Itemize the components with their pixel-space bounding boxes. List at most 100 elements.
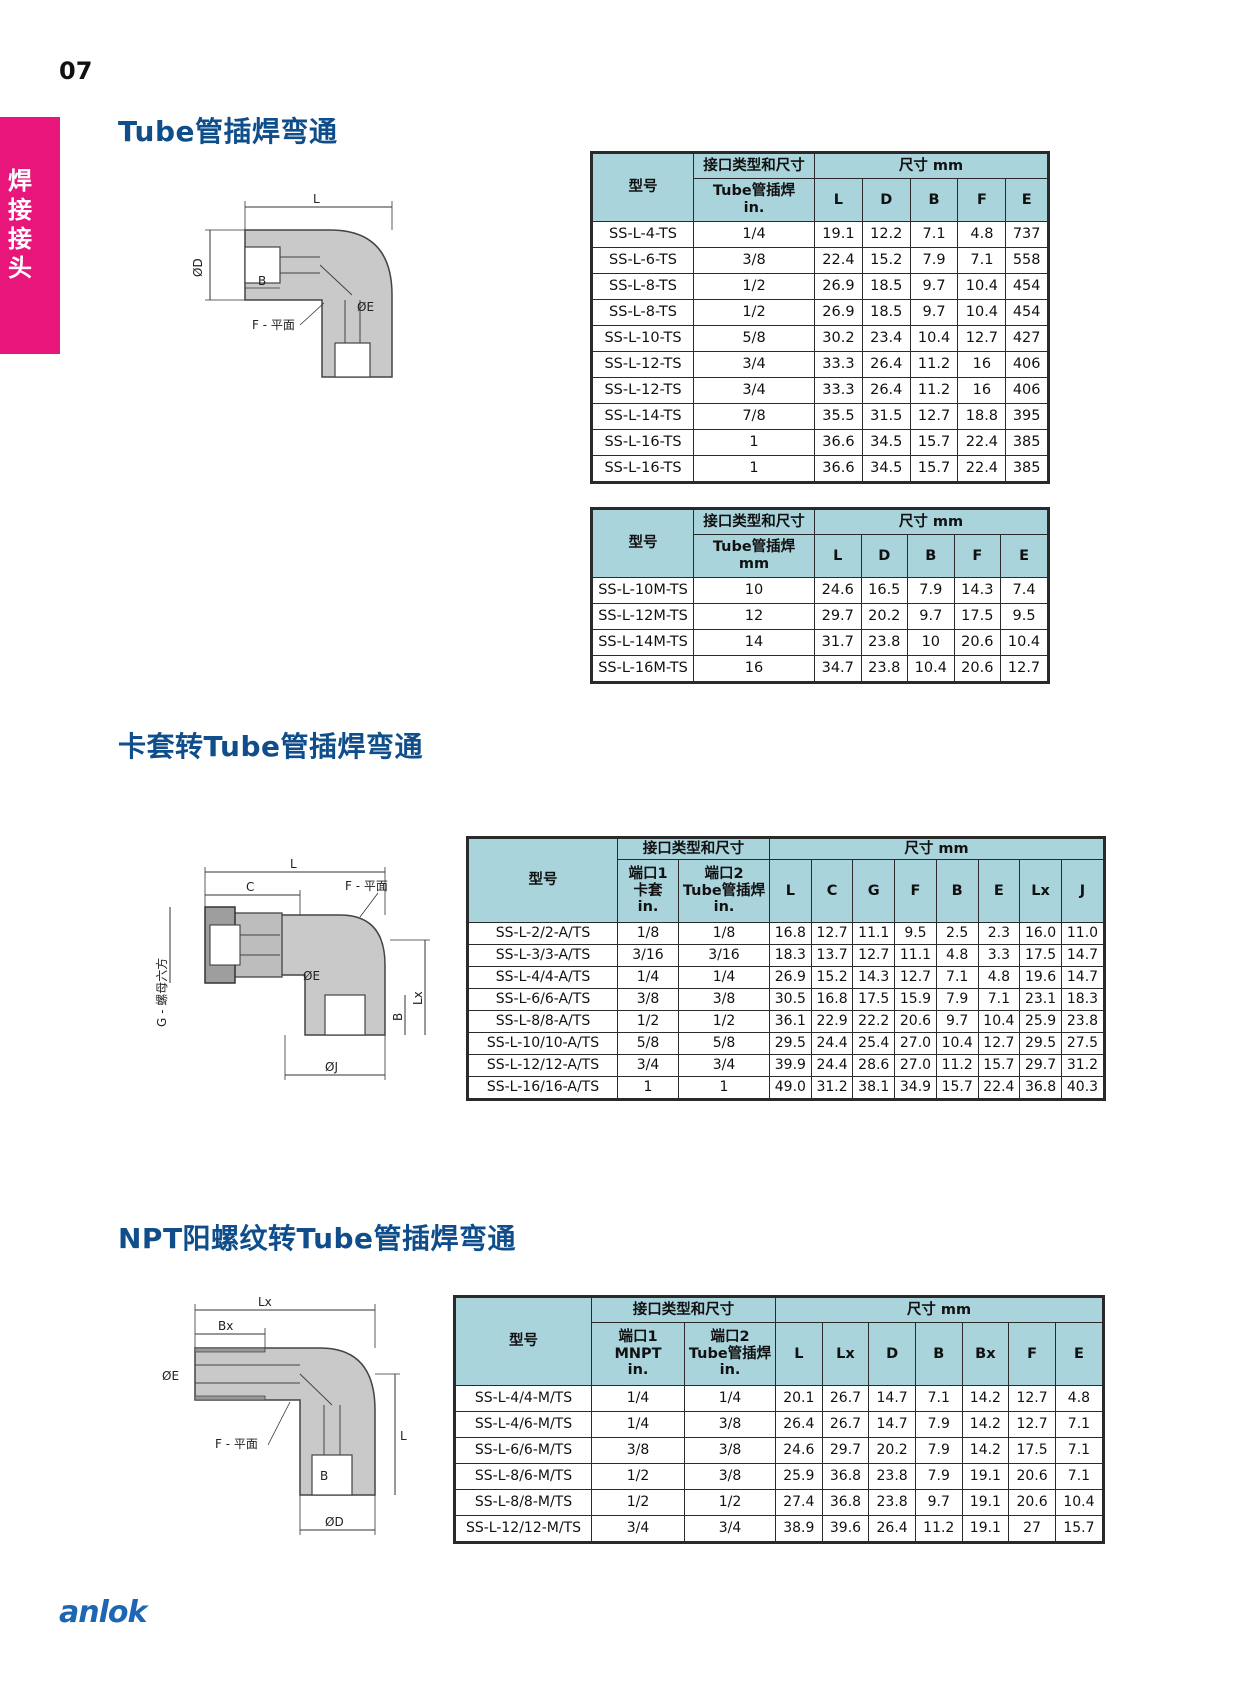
table-cell: 9.7 xyxy=(914,1489,963,1516)
table-cell: 406 xyxy=(1005,351,1049,378)
table-cell: 36.6 xyxy=(814,429,863,456)
header-col: B xyxy=(935,859,979,923)
cell-model: SS-L-12-TS xyxy=(591,377,694,404)
table-cell: 16 xyxy=(957,377,1007,404)
cell-model: SS-L-10M-TS xyxy=(591,577,694,604)
table-cell: 10.4 xyxy=(909,325,959,352)
table-cell: 7/8 xyxy=(693,403,815,430)
table-cell: 25.9 xyxy=(775,1463,823,1490)
table-cell: 558 xyxy=(1005,247,1049,274)
table-cell: 26.4 xyxy=(861,351,911,378)
header-col: Bx xyxy=(961,1322,1010,1386)
table-cell: 10.4 xyxy=(907,655,955,683)
table-cell: 26.9 xyxy=(769,966,812,989)
cell-model: SS-L-4-TS xyxy=(591,221,694,248)
table-cell: 14.3 xyxy=(953,577,1002,604)
cell-model: SS-L-8/6-M/TS xyxy=(454,1463,592,1490)
table-cell: 17.5 xyxy=(953,603,1002,630)
table-cell: 23.1 xyxy=(1019,988,1062,1011)
table-cell: 1/4 xyxy=(617,966,679,989)
table-cell: 454 xyxy=(1005,273,1049,300)
table-cell: 14.2 xyxy=(961,1411,1010,1438)
table-cell: 36.8 xyxy=(821,1463,870,1490)
header-dim: 尺寸 mm xyxy=(814,152,1049,179)
table-cell: 38.9 xyxy=(775,1515,823,1543)
table-cell: 7.1 xyxy=(909,221,959,248)
table-cell: 20.6 xyxy=(894,1010,937,1033)
dim-label-L: L xyxy=(400,1429,407,1443)
table-cell: 27.0 xyxy=(894,1032,937,1055)
dim-label-B: B xyxy=(391,1013,405,1021)
table-cell: 30.5 xyxy=(769,988,812,1011)
table-cell: 9.7 xyxy=(909,299,959,326)
table-cell: 1 xyxy=(693,429,815,456)
table-cell: 36.6 xyxy=(814,455,863,483)
section-title-npt-tube-elbow: NPT阳螺纹转Tube管插焊弯通 xyxy=(118,1222,517,1255)
table-cell: 25.9 xyxy=(1019,1010,1062,1033)
header-port: 接口类型和尺寸 xyxy=(693,508,815,535)
table-cell: 26.9 xyxy=(814,299,863,326)
drawing-tube-elbow: L ØD B ØE F - 平面 xyxy=(191,192,393,378)
dim-label-L: L xyxy=(313,192,320,206)
header-col: B xyxy=(914,1322,963,1386)
table-cell: 15.7 xyxy=(935,1076,979,1100)
table-cell: 9.7 xyxy=(909,273,959,300)
cell-model: SS-L-12/12-A/TS xyxy=(467,1054,618,1077)
cell-model: SS-L-8-TS xyxy=(591,299,694,326)
table-cell: 395 xyxy=(1005,403,1049,430)
table-cell: 9.7 xyxy=(907,603,955,630)
cell-model: SS-L-6-TS xyxy=(591,247,694,274)
table-cell: 14.7 xyxy=(1060,966,1106,989)
table-cell: 49.0 xyxy=(769,1076,812,1100)
table-cell: 23.8 xyxy=(868,1489,916,1516)
table-cell: 10 xyxy=(907,629,955,656)
cell-model: SS-L-10-TS xyxy=(591,325,694,352)
table-cell: 16.8 xyxy=(769,922,812,945)
table-cell: 20.2 xyxy=(860,603,909,630)
table-cell: 10.4 xyxy=(935,1032,979,1055)
table-cell: 20.2 xyxy=(868,1437,916,1464)
table-cell: 7.9 xyxy=(909,247,959,274)
table-cell: 1/2 xyxy=(693,273,815,300)
dim-label-C: C xyxy=(246,880,254,894)
table-cell: 7.9 xyxy=(907,577,955,604)
table-cell: 5/8 xyxy=(693,325,815,352)
table-cell: 7.9 xyxy=(914,1463,963,1490)
table-cell: 3/8 xyxy=(684,1437,776,1464)
table-cell: 7.4 xyxy=(1000,577,1049,604)
table-cell: 1/4 xyxy=(693,221,815,248)
dim-label-B: B xyxy=(320,1469,328,1483)
table-cell: 28.6 xyxy=(852,1054,896,1077)
table-cell: 406 xyxy=(1005,377,1049,404)
cell-model: SS-L-4/6-M/TS xyxy=(454,1411,592,1438)
table-cell: 1/4 xyxy=(684,1385,776,1412)
side-tab-char: 焊 xyxy=(8,167,32,195)
table-cell: 26.4 xyxy=(775,1411,823,1438)
header-col: D xyxy=(860,534,909,578)
table-cell: 15.7 xyxy=(977,1054,1021,1077)
table-cell: 40.3 xyxy=(1060,1076,1106,1100)
table-cell: 2.5 xyxy=(935,922,979,945)
table-cell: 23.8 xyxy=(868,1463,916,1490)
table-cell: 29.7 xyxy=(1019,1054,1062,1077)
table-cell: 16.5 xyxy=(860,577,909,604)
table-cell: 13.7 xyxy=(810,944,854,967)
table-cell: 31.2 xyxy=(810,1076,854,1100)
table-cell: 3/8 xyxy=(591,1437,685,1464)
cell-model: SS-L-6/6-A/TS xyxy=(467,988,618,1011)
table-cell: 10.4 xyxy=(977,1010,1021,1033)
cell-model: SS-L-4/4-M/TS xyxy=(454,1385,592,1412)
side-tab-char: 接 xyxy=(8,225,32,253)
table-cell: 3/8 xyxy=(617,988,679,1011)
section-title-tube-elbow: Tube管插焊弯通 xyxy=(118,115,338,148)
